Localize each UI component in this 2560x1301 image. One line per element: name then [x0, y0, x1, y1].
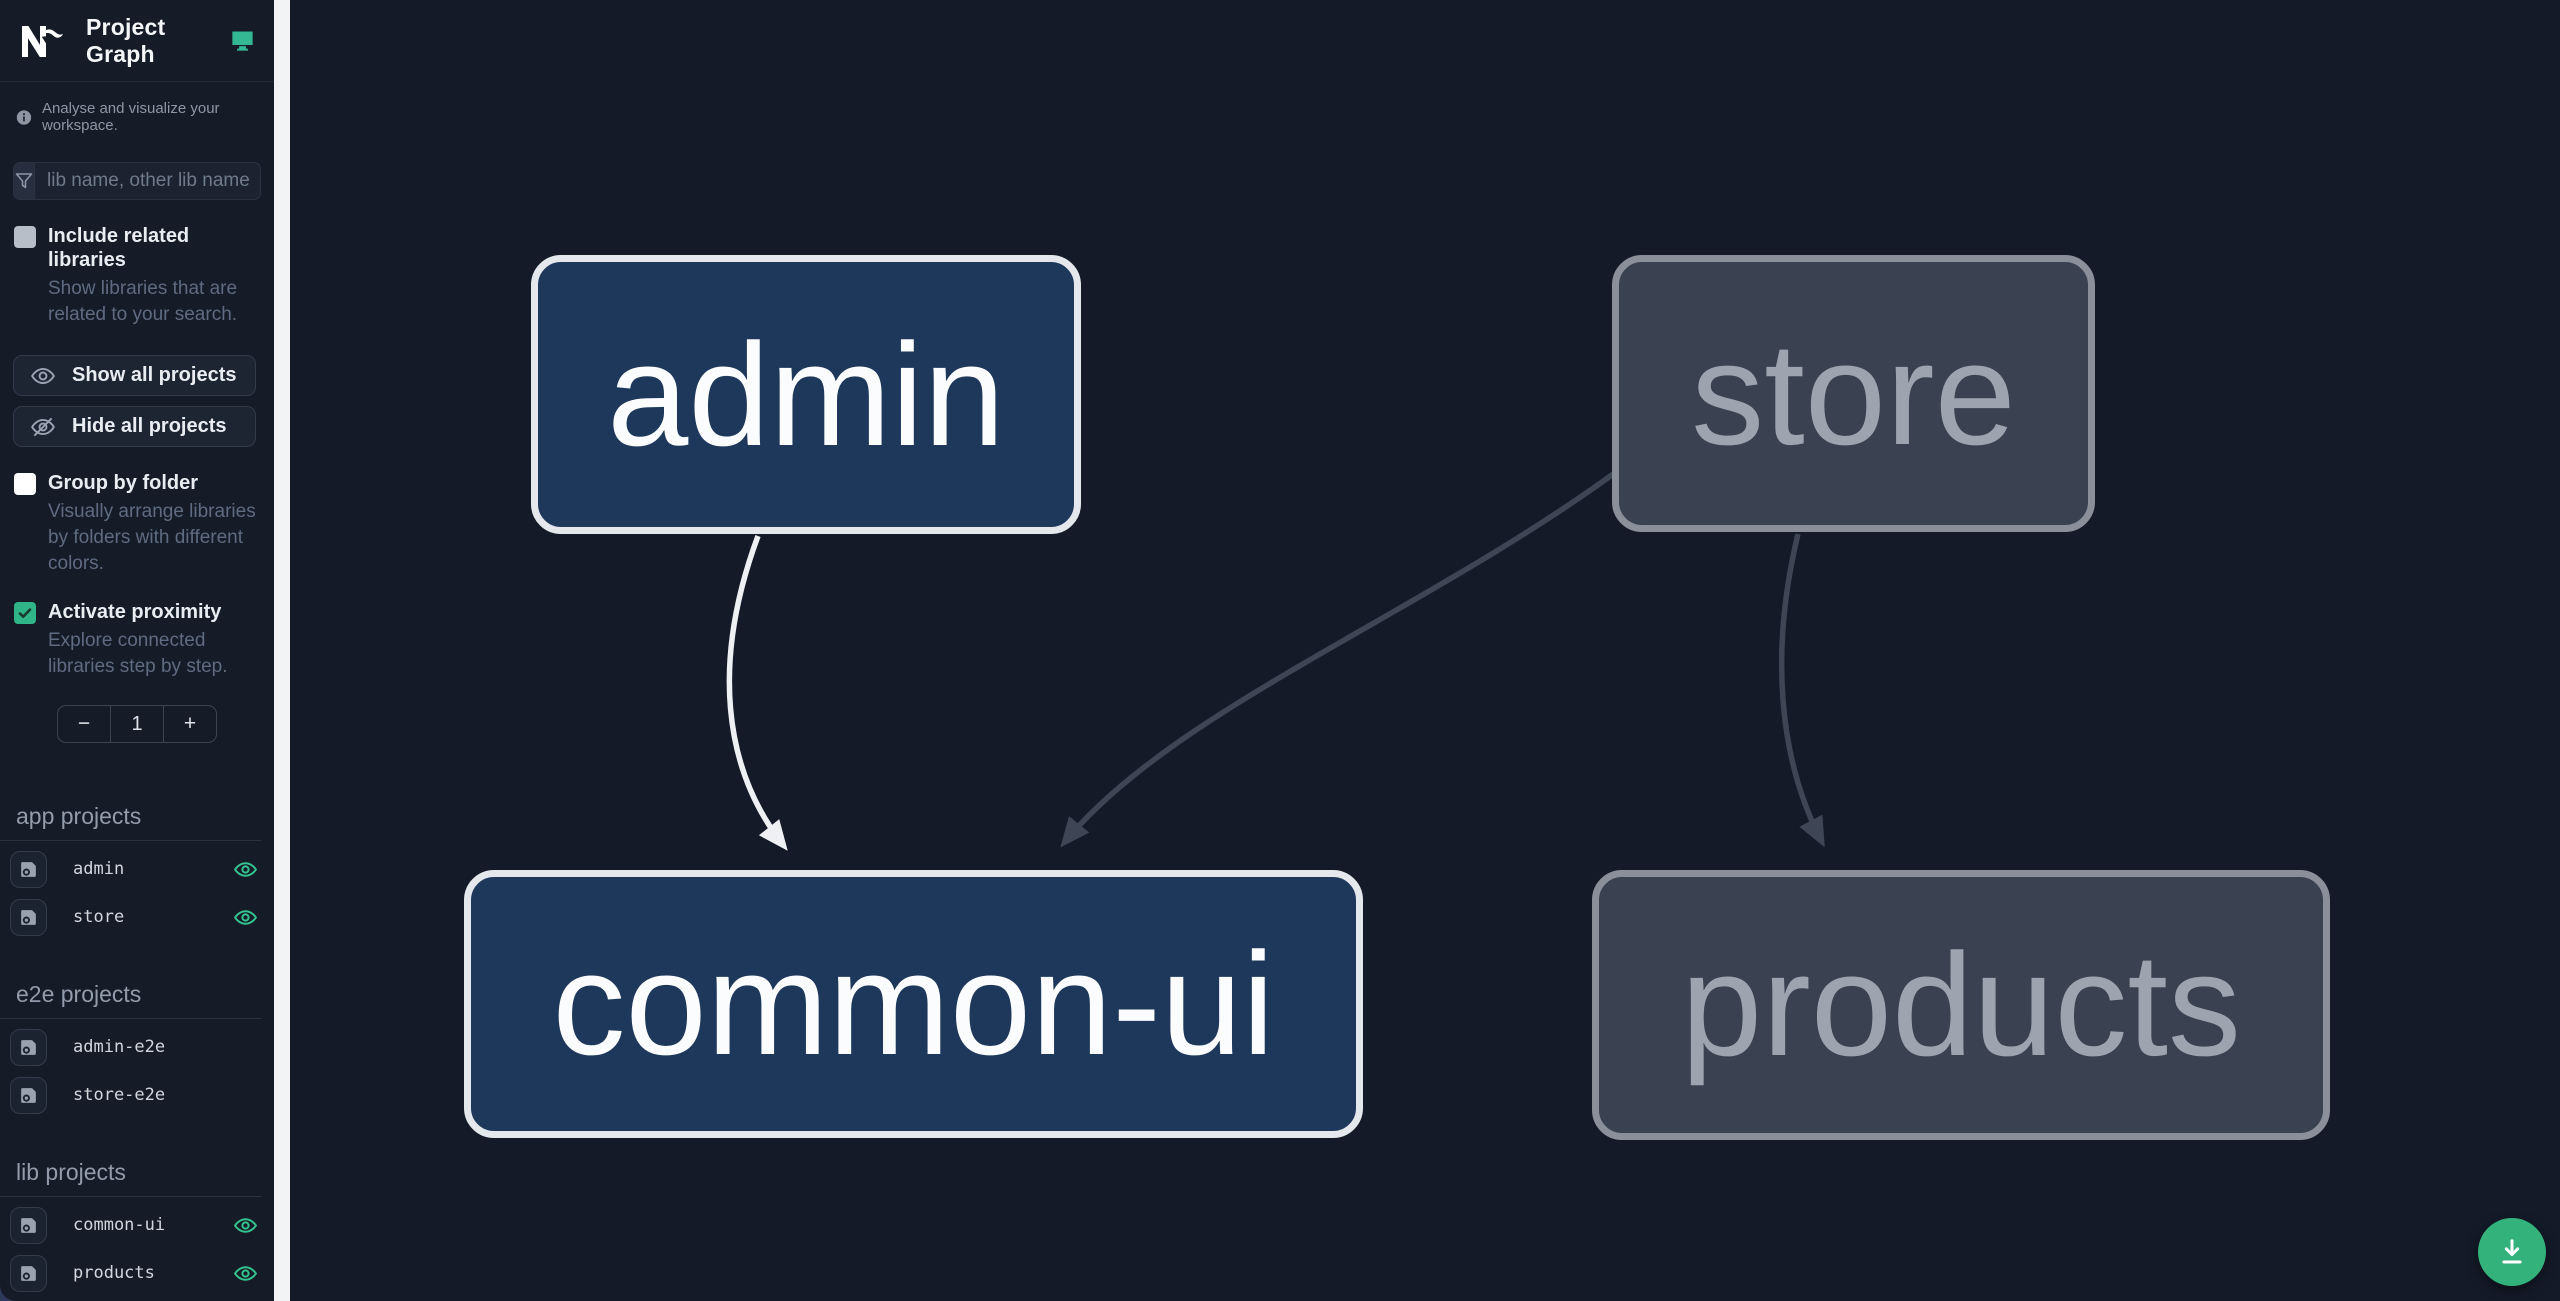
graph-node-admin[interactable]: admin	[531, 255, 1081, 534]
section-title: app projects	[0, 803, 261, 842]
eye-icon	[31, 367, 55, 384]
eye-visible-icon	[233, 910, 258, 925]
graph-node-products[interactable]: products	[1592, 870, 2330, 1140]
project-row-admin[interactable]: admin	[0, 849, 274, 889]
graph-node-store[interactable]: store	[1612, 255, 2095, 532]
activate-proximity-checkbox[interactable]: Activate proximity Explore connected lib…	[0, 600, 274, 679]
page-title: Project Graph	[86, 13, 166, 67]
show-all-projects-button[interactable]: Show all projects	[13, 355, 256, 397]
hide-all-projects-button[interactable]: Hide all projects	[13, 406, 256, 448]
project-row-store-e2e[interactable]: store-e2e	[0, 1075, 274, 1115]
theme-monitor-button[interactable]	[227, 25, 258, 56]
project-pin-icon	[21, 1266, 36, 1281]
focus-project-button[interactable]	[10, 1206, 47, 1244]
search-input[interactable]	[35, 163, 260, 199]
search-box	[13, 162, 261, 200]
checkbox-label: Include related libraries	[48, 225, 190, 271]
focus-project-button[interactable]	[10, 1028, 47, 1066]
project-name: store-e2e	[73, 1085, 166, 1106]
project-pin-icon	[21, 1040, 36, 1055]
hide-all-projects-label: Hide all projects	[72, 415, 227, 438]
focus-project-button[interactable]	[10, 850, 47, 888]
workspace-subtitle-row: Analyse and visualize your workspace.	[0, 82, 274, 148]
monitor-icon	[232, 31, 253, 51]
checkbox-unchecked[interactable]	[14, 473, 36, 496]
checkbox-description: Show libraries that are related to your …	[48, 278, 238, 325]
project-pin-icon	[21, 1088, 36, 1103]
section-e2e-projects: e2e projects admin-e2e	[0, 981, 274, 1115]
checkbox-description: Visually arrange libraries by folders wi…	[48, 501, 256, 574]
project-name: admin	[73, 859, 125, 880]
edge-store-common-ui	[1060, 469, 1618, 848]
proximity-stepper: − 1 +	[57, 705, 217, 744]
checkbox-label: Group by folder	[48, 472, 198, 495]
project-visibility-toggle[interactable]	[233, 1261, 258, 1286]
focus-project-button[interactable]	[10, 898, 47, 936]
sidebar-resize-handle[interactable]	[274, 0, 290, 1301]
project-name: admin-e2e	[73, 1037, 166, 1058]
download-icon	[2502, 1239, 2522, 1264]
graph-canvas[interactable]: admin store common-ui products	[290, 0, 2560, 1301]
project-name: products	[73, 1263, 155, 1284]
group-by-folder-checkbox[interactable]: Group by folder Visually arrange librari…	[0, 471, 274, 576]
checkbox-checked[interactable]	[14, 602, 36, 625]
project-row-products[interactable]: products	[0, 1253, 274, 1293]
filter-funnel-box	[14, 163, 35, 199]
section-title: e2e projects	[0, 981, 261, 1020]
focus-project-button[interactable]	[10, 1254, 47, 1292]
filter-funnel-icon	[15, 173, 33, 189]
eye-visible-icon	[233, 862, 258, 877]
check-icon	[18, 608, 32, 619]
section-app-projects: app projects admin	[0, 803, 274, 937]
checkbox-label: Activate proximity	[48, 601, 222, 624]
edge-admin-common-ui	[726, 535, 788, 851]
proximity-decrement-button[interactable]: −	[58, 706, 110, 742]
node-label: admin	[607, 312, 1005, 476]
project-pin-icon	[21, 1218, 36, 1233]
sidebar-header: Project Graph	[0, 0, 274, 82]
project-name: store	[73, 907, 125, 928]
node-label: store	[1691, 311, 2016, 475]
project-pin-icon	[21, 910, 36, 925]
edge-store-products	[1778, 533, 1825, 848]
checkbox-unchecked[interactable]	[14, 226, 36, 248]
show-all-projects-label: Show all projects	[72, 364, 237, 387]
project-name: common-ui	[73, 1215, 166, 1236]
proximity-value: 1	[110, 706, 164, 743]
eye-off-icon	[31, 417, 55, 437]
project-visibility-toggle[interactable]	[233, 1213, 258, 1238]
focus-project-button[interactable]	[10, 1076, 47, 1114]
eye-visible-icon	[233, 1266, 258, 1281]
checkbox-description: Explore connected libraries step by step…	[48, 630, 228, 677]
nx-logo-icon	[22, 25, 63, 57]
graph-node-common-ui[interactable]: common-ui	[464, 870, 1363, 1138]
include-related-checkbox[interactable]: Include related libraries Show libraries…	[0, 224, 274, 327]
section-lib-projects: lib projects common-ui	[0, 1159, 274, 1293]
section-title: lib projects	[0, 1159, 261, 1198]
project-row-common-ui[interactable]: common-ui	[0, 1205, 274, 1245]
project-pin-icon	[21, 862, 36, 877]
sidebar: Project Graph Analyse and visualize your…	[0, 0, 274, 1301]
project-row-admin-e2e[interactable]: admin-e2e	[0, 1027, 274, 1067]
info-icon	[16, 109, 32, 125]
download-graph-button[interactable]	[2478, 1218, 2546, 1286]
eye-visible-icon	[233, 1218, 258, 1233]
project-visibility-toggle[interactable]	[233, 857, 258, 882]
node-label: common-ui	[552, 922, 1275, 1085]
project-visibility-toggle[interactable]	[233, 905, 258, 930]
node-label: products	[1681, 923, 2241, 1086]
proximity-increment-button[interactable]: +	[164, 706, 216, 742]
workspace-subtitle: Analyse and visualize your workspace.	[41, 100, 220, 134]
project-row-store[interactable]: store	[0, 897, 274, 937]
